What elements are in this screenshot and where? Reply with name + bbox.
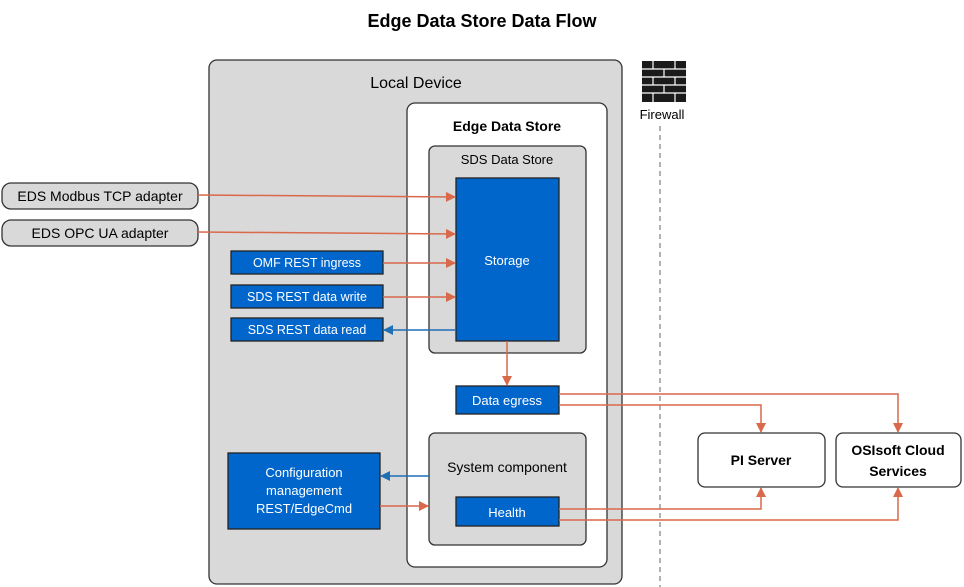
opc-ua-adapter-label: EDS OPC UA adapter	[32, 225, 169, 241]
local-device-label: Local Device	[370, 75, 462, 92]
storage-label: Storage	[484, 253, 530, 268]
config-management-line-2: management	[266, 483, 342, 498]
health-to-cloud-arrow	[559, 487, 903, 521]
storage-box	[455, 177, 560, 342]
firewall-label: Firewall	[640, 107, 685, 122]
config-management-line-1: Configuration	[265, 465, 342, 480]
sds-rest-write-label: SDS REST data write	[247, 290, 367, 304]
health-box	[455, 496, 560, 527]
modbus-adapter-label: EDS Modbus TCP adapter	[17, 188, 183, 204]
modbus-adapter-box	[1, 182, 199, 210]
omf-rest-ingress-label: OMF REST ingress	[253, 256, 361, 270]
edge-data-store-label: Edge Data Store	[453, 118, 561, 134]
osisoft-cloud-label-line-2: Services	[869, 463, 927, 479]
system-component-panel	[428, 432, 587, 546]
diagram-title: Edge Data Store Data Flow	[367, 11, 597, 31]
opc-ua-adapter-box	[1, 219, 199, 247]
sds-data-store-label: SDS Data Store	[461, 152, 554, 167]
modbus-to-storage-arrow	[197, 191, 456, 202]
opc-ua-to-storage-arrow	[197, 228, 456, 239]
health-label: Health	[488, 505, 526, 520]
config-management-line-3: REST/EdgeCmd	[256, 501, 352, 516]
data-egress-box	[455, 385, 560, 415]
health-to-pi-server-arrow	[559, 487, 766, 510]
pi-server-label: PI Server	[731, 452, 792, 468]
sds-rest-read-label: SDS REST data read	[248, 323, 367, 337]
brick-wall-icon	[642, 61, 686, 102]
system-component-label: System component	[447, 459, 567, 475]
egress-to-pi-server-arrow	[559, 404, 766, 433]
egress-to-cloud-arrow	[559, 393, 903, 433]
config-management-box	[227, 452, 381, 530]
data-egress-label: Data egress	[472, 393, 543, 408]
osisoft-cloud-label-line-1: OSIsoft Cloud	[851, 442, 944, 458]
